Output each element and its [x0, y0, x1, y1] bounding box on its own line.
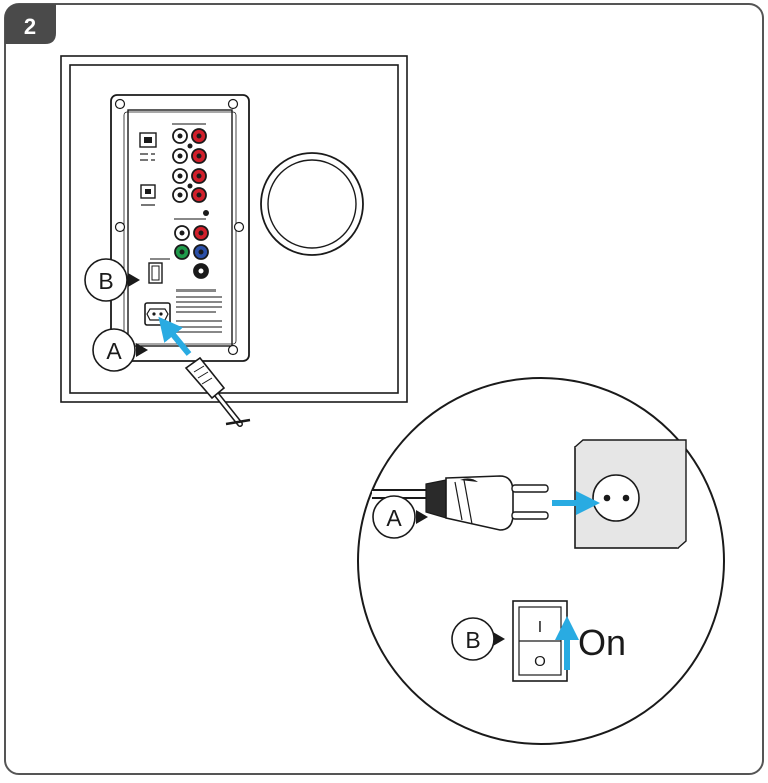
- rca-jack-group: [172, 128, 209, 279]
- switch-on-symbol: I: [538, 619, 542, 636]
- detail-zoom-circle: [357, 377, 725, 745]
- callout-a-label: A: [106, 338, 122, 364]
- callout-b-zoom: B: [451, 617, 505, 661]
- callout-b-zoom-label: B: [465, 627, 480, 653]
- power-plug-icon: [372, 475, 549, 531]
- screw: [114, 221, 126, 233]
- step-number: 2: [24, 14, 36, 39]
- rocker-switch-icon: I O: [512, 600, 568, 682]
- callout-b-label: B: [98, 268, 113, 294]
- screw: [227, 98, 239, 110]
- callout-b-panel: B: [84, 258, 140, 302]
- step-badge: 2: [5, 4, 56, 44]
- cyan-arrow-icon: [158, 316, 192, 356]
- callout-a-panel: A: [92, 328, 148, 372]
- switch-state-label: On: [578, 622, 626, 663]
- screw: [227, 344, 239, 356]
- callout-a-zoom: A: [372, 495, 428, 539]
- screw: [233, 221, 245, 233]
- iec-power-cable-icon: [184, 356, 251, 427]
- switch-off-symbol: O: [534, 653, 546, 670]
- screw: [114, 98, 126, 110]
- callout-a-zoom-label: A: [386, 505, 402, 531]
- wall-socket-icon: [574, 439, 687, 549]
- subwoofer-back-panel: [60, 55, 408, 403]
